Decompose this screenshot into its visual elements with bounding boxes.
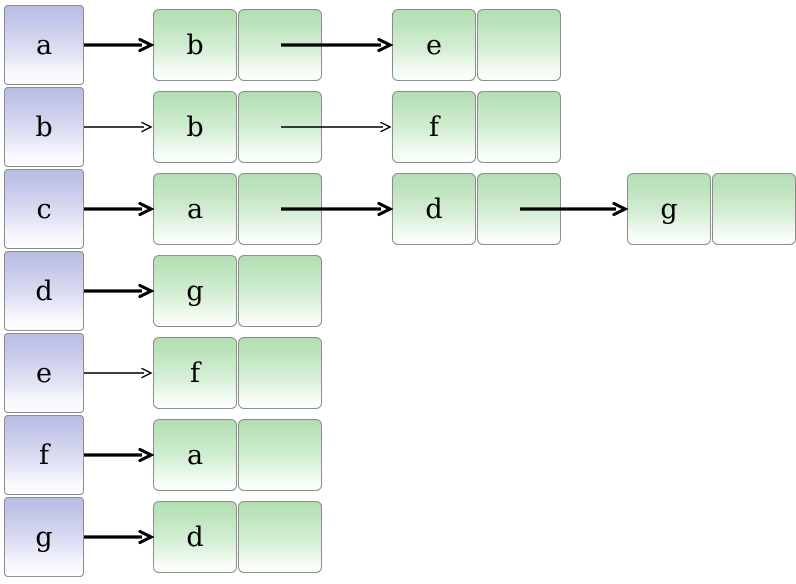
arrow-node-c-1-to-2	[281, 201, 394, 217]
arrow-node-b-1-to-2	[281, 120, 392, 134]
list-node-g-1[interactable]: d	[153, 501, 322, 573]
bucket-label: d	[35, 275, 53, 307]
bucket-label: g	[35, 521, 53, 553]
list-node-c-2[interactable]: d	[392, 173, 561, 245]
bucket-label: b	[35, 111, 53, 143]
bucket-label: f	[39, 439, 49, 471]
arrow-bucket-f-to-node-1	[84, 447, 155, 463]
list-node-b-2[interactable]: f	[392, 91, 561, 163]
node-pointer-cell[interactable]	[238, 337, 322, 409]
list-node-b-1[interactable]: b	[153, 91, 322, 163]
bucket-cell-a[interactable]: a	[4, 5, 84, 85]
bucket-cell-f[interactable]: f	[4, 415, 84, 495]
bucket-cell-g[interactable]: g	[4, 497, 84, 577]
list-node-a-2[interactable]: e	[392, 9, 561, 81]
node-key-cell[interactable]: a	[153, 173, 237, 245]
node-key-cell[interactable]: b	[153, 91, 237, 163]
bucket-cell-d[interactable]: d	[4, 251, 84, 331]
node-key-cell[interactable]: a	[153, 419, 237, 491]
list-node-c-3[interactable]: g	[627, 173, 796, 245]
list-node-d-1[interactable]: g	[153, 255, 322, 327]
node-key-cell[interactable]: g	[627, 173, 711, 245]
node-key-label: g	[186, 275, 204, 307]
node-key-label: e	[426, 29, 442, 61]
arrow-bucket-d-to-node-1	[84, 283, 155, 299]
bucket-label: a	[35, 29, 53, 61]
arrow-node-c-2-to-3	[520, 201, 629, 217]
list-node-f-1[interactable]: a	[153, 419, 322, 491]
node-pointer-cell[interactable]	[238, 255, 322, 327]
arrow-bucket-b-to-node-1	[84, 120, 153, 134]
node-key-cell[interactable]: e	[392, 9, 476, 81]
node-pointer-cell[interactable]	[477, 91, 561, 163]
node-key-label: b	[186, 29, 204, 61]
node-key-label: d	[186, 521, 204, 553]
node-key-cell[interactable]: f	[153, 337, 237, 409]
arrow-bucket-a-to-node-1	[84, 37, 155, 53]
arrow-node-a-1-to-2	[281, 37, 394, 53]
node-key-cell[interactable]: d	[392, 173, 476, 245]
node-key-label: a	[186, 193, 204, 225]
node-pointer-cell[interactable]	[477, 9, 561, 81]
node-key-cell[interactable]: g	[153, 255, 237, 327]
node-key-cell[interactable]: f	[392, 91, 476, 163]
node-key-label: f	[429, 111, 439, 143]
node-key-label: d	[425, 193, 443, 225]
bucket-cell-b[interactable]: b	[4, 87, 84, 167]
node-key-cell[interactable]: b	[153, 9, 237, 81]
node-key-label: a	[186, 439, 204, 471]
bucket-label: e	[36, 357, 52, 389]
arrow-bucket-c-to-node-1	[84, 201, 155, 217]
bucket-cell-e[interactable]: e	[4, 333, 84, 413]
bucket-cell-c[interactable]: c	[4, 169, 84, 249]
node-pointer-cell[interactable]	[712, 173, 796, 245]
node-key-cell[interactable]: d	[153, 501, 237, 573]
node-key-label: f	[190, 357, 200, 389]
arrow-bucket-g-to-node-1	[84, 529, 155, 545]
node-pointer-cell[interactable]	[238, 419, 322, 491]
bucket-label: c	[36, 193, 52, 225]
node-key-label: g	[660, 193, 678, 225]
node-key-label: b	[186, 111, 204, 143]
node-pointer-cell[interactable]	[238, 501, 322, 573]
list-node-e-1[interactable]: f	[153, 337, 322, 409]
arrow-bucket-e-to-node-1	[84, 366, 153, 380]
